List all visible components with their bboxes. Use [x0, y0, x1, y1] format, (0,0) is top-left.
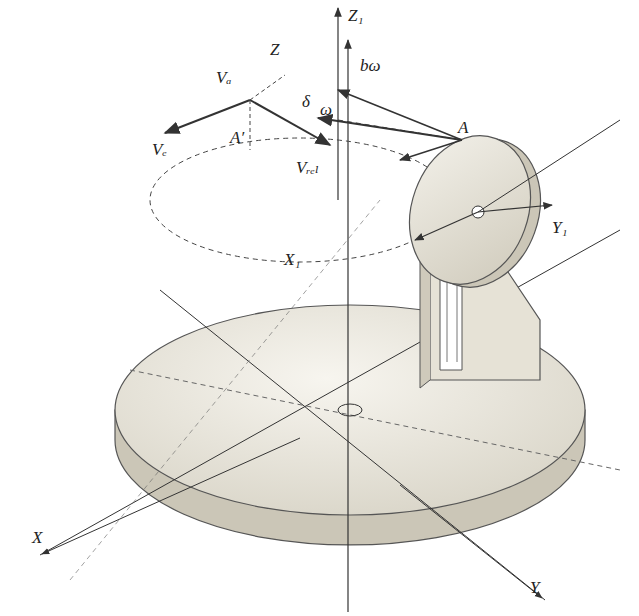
axis-label: X₁	[282, 250, 302, 269]
point-label: A′	[228, 128, 246, 147]
axis-label: X	[30, 528, 44, 547]
axis-label: Z	[268, 40, 281, 59]
axis-label: Y	[528, 578, 541, 597]
angle-label: ω	[318, 100, 334, 119]
axis-label: Y₁	[550, 218, 569, 237]
vector-label: bω	[358, 56, 383, 75]
axis-label: Z₁	[346, 6, 365, 25]
vector-label: Vᵣₑₗ	[294, 158, 321, 177]
point-label: A	[456, 118, 470, 137]
vector-label: Vₐ	[214, 68, 233, 87]
angle-label: δ	[300, 92, 312, 111]
vector-label: Vₑ	[150, 140, 169, 159]
